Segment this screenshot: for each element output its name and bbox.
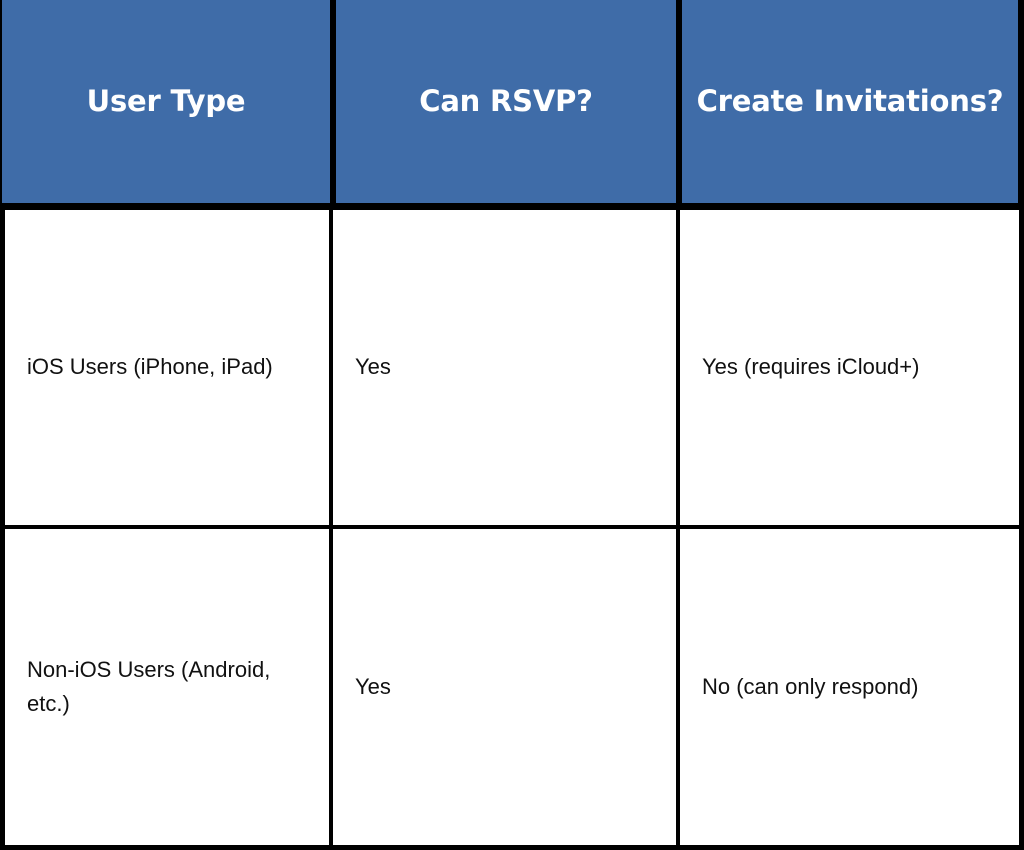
cell-can-rsvp-ios: Yes <box>355 354 391 380</box>
table-header-cell-user-type: User Type <box>2 0 330 203</box>
cell-create-invitations-ios: Yes (requires iCloud+) <box>702 354 920 380</box>
cell-can-rsvp-non-ios: Yes <box>355 673 391 699</box>
table-header-label-can-rsvp: Can RSVP? <box>419 84 593 119</box>
table-header-cell-create-invitations: Create Invitations? <box>682 0 1018 203</box>
cell-user-type-ios: iOS Users (iPhone, iPad) <box>27 354 273 380</box>
table-row: Yes (requires iCloud+) <box>680 210 1019 525</box>
table-header-cell-can-rsvp: Can RSVP? <box>336 0 676 203</box>
table-header-label-user-type: User Type <box>86 84 246 119</box>
table-row: No (can only respond) <box>680 529 1019 845</box>
cell-create-invitations-non-ios: No (can only respond) <box>702 673 919 699</box>
table-row: Yes <box>333 210 676 525</box>
table-row: Non-iOS Users (Android, etc.) <box>5 529 329 845</box>
cell-user-type-non-ios: Non-iOS Users (Android, etc.) <box>27 656 271 716</box>
table-row: iOS Users (iPhone, iPad) <box>5 210 329 525</box>
table-row: Yes <box>333 529 676 845</box>
table-header-label-create-invitations: Create Invitations? <box>696 84 1004 119</box>
